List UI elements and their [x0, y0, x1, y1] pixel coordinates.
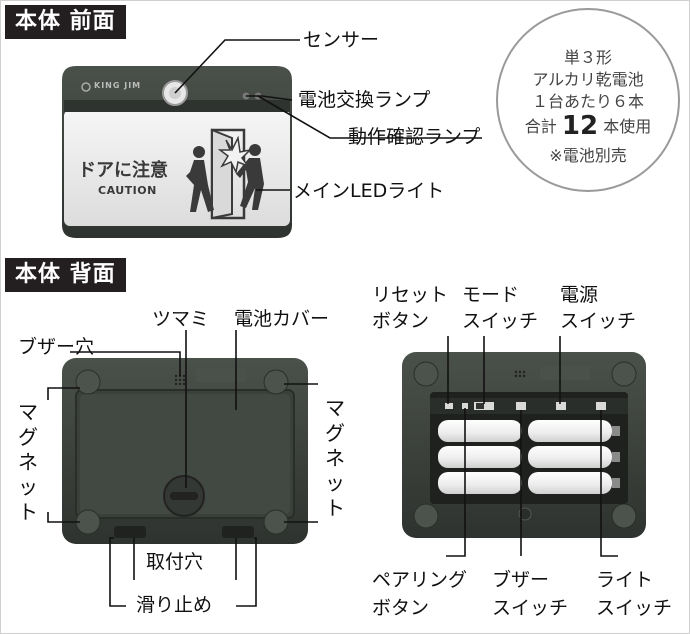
mode-label-line1: モード [462, 284, 520, 306]
reset-button-icon [445, 403, 453, 409]
main-led-label: メインLEDライト [293, 180, 445, 202]
power-switch-label: 電源 スイッチ [560, 282, 636, 334]
back-leader-lines [47, 330, 318, 607]
battery-info-badge: 単３形 アルカリ乾電池 １台あたり６本 合計 12 本使用 ※電池別売 [496, 8, 680, 192]
buzzer-hole-label: ブザー穴 [18, 336, 95, 358]
back-section-title: 本体 背面 [5, 258, 126, 292]
front-section-title: 本体 前面 [5, 5, 126, 39]
power-label-line2: スイッチ [560, 310, 637, 332]
battery-info-line4: 合計 12 本使用 [498, 113, 678, 139]
power-label-line1: 電源 [560, 284, 599, 306]
anti-slip-foot [222, 526, 254, 538]
battery-cover-label: 電池カバー [234, 308, 330, 330]
battery-info-suffix: 本使用 [603, 117, 652, 136]
buzzer-grille-icon [174, 374, 186, 386]
anti-slip-label: 滑り止め [136, 594, 213, 616]
light-switch-label: ライト スイッチ [596, 566, 672, 622]
knob-label: ツマミ [152, 308, 210, 330]
battery-info-note: ※電池別売 [549, 146, 627, 165]
battery-info-prefix: 合計 [524, 117, 557, 136]
battery-set [438, 420, 620, 494]
reset-button-label: リセット ボタン [372, 282, 448, 334]
battery-count: 12 [561, 111, 599, 141]
reset-label-line1: リセット [372, 284, 449, 306]
magnet-left-label: マグネット [18, 400, 38, 524]
buzzer-switch-label: ブザー スイッチ [492, 566, 568, 622]
pairing-button-label: ペアリング ボタン [372, 566, 467, 622]
sensor-label: センサー [303, 29, 380, 51]
front-device [62, 66, 292, 238]
anti-slip-foot [114, 526, 146, 538]
pairing-button-icon [462, 403, 468, 409]
front-leader-lines [174, 39, 482, 191]
light-label-line2: スイッチ [596, 597, 673, 619]
pairing-label-line1: ペアリング [372, 569, 468, 591]
magnet-icon [75, 369, 101, 395]
power-switch-icon [556, 402, 566, 410]
magnet-icon [263, 369, 289, 395]
battery-lamp-label: 電池交換ランプ [298, 89, 431, 111]
back-device [62, 358, 308, 544]
buzzer-label-line1: ブザー [492, 569, 550, 591]
light-label-line1: ライト [596, 569, 654, 591]
brand-logo: KING JIM [94, 81, 142, 90]
battery-info-line1: 単３形 [563, 48, 612, 67]
operation-lamp-label: 動作確認ランプ [348, 126, 481, 148]
magnet-right-label: マグネット [325, 396, 345, 520]
buzzer-switch-icon [516, 402, 526, 410]
mode-label-line2: スイッチ [462, 310, 539, 332]
reset-label-line2: ボタン [372, 310, 430, 332]
battery-info-line2: アルカリ乾電池 [532, 70, 644, 89]
battery-info-line3: １台あたり６本 [531, 92, 644, 111]
mode-switch-label: モード スイッチ [462, 282, 538, 334]
light-switch-icon [596, 402, 606, 410]
sign-text: ドアに注意 [78, 160, 168, 181]
inside-leader-lines [446, 336, 618, 557]
door-warning-pictogram [186, 128, 264, 220]
buzzer-label-line2: スイッチ [492, 597, 569, 619]
sign-subtext: CAUTION [98, 184, 157, 197]
mount-hole-label: 取付穴 [146, 551, 204, 573]
inside-device [402, 352, 646, 538]
pairing-label-line2: ボタン [372, 597, 430, 619]
